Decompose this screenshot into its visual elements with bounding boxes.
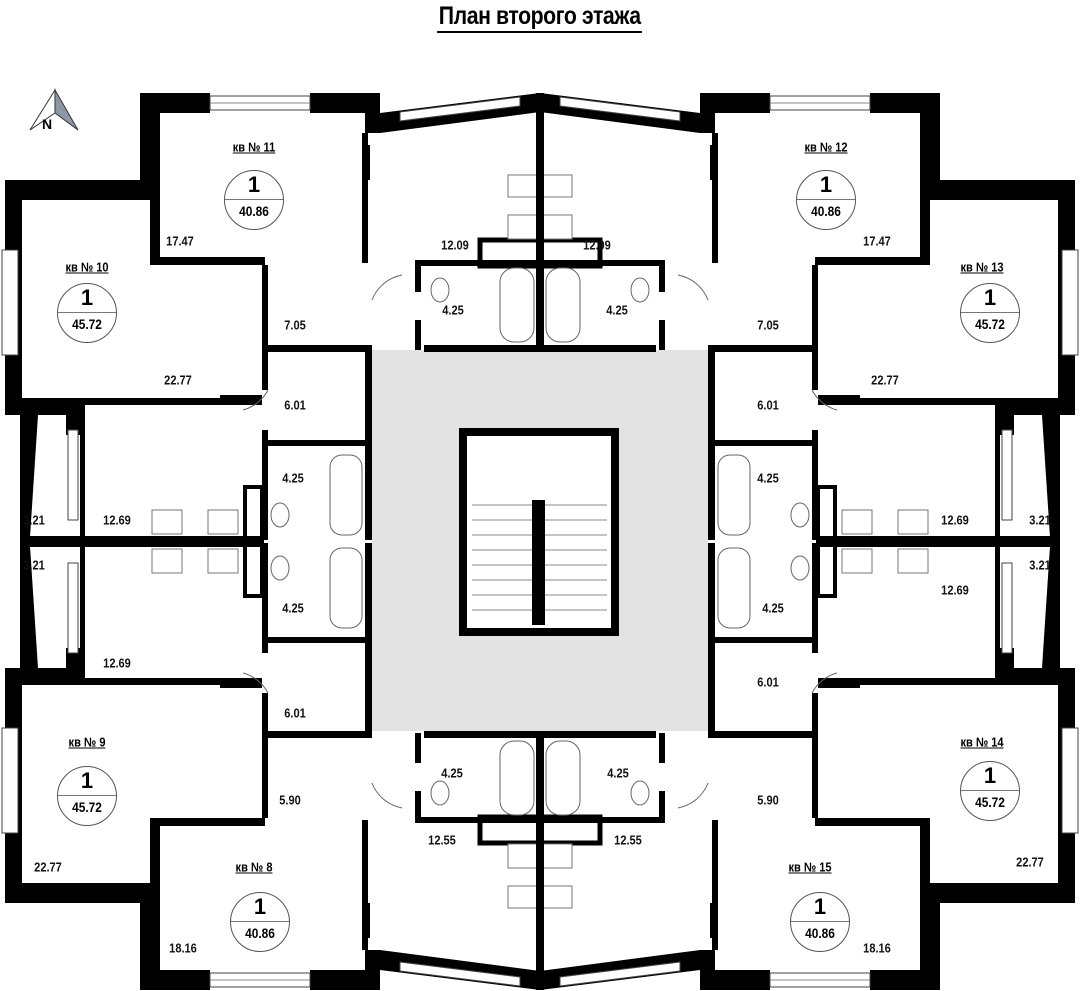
- room-area: 3.21: [1029, 557, 1051, 573]
- rooms-count: 1: [58, 767, 116, 796]
- room-area: 4.25: [282, 470, 304, 486]
- stair-steps: [472, 504, 607, 611]
- apartment-area: 45.72: [72, 316, 102, 332]
- rooms-count: 1: [797, 171, 855, 200]
- compass-label: N: [42, 116, 53, 132]
- room-area: 4.25: [607, 765, 629, 781]
- apartment-label-14: кв № 14: [960, 734, 1004, 750]
- apartment-label-15: кв № 15: [788, 859, 832, 875]
- room-area: 6.01: [757, 674, 779, 690]
- room-area: 6.01: [284, 397, 306, 413]
- apartment-label-12: кв № 12: [804, 139, 848, 155]
- room-area: 4.25: [757, 470, 779, 486]
- apartment-label-9: кв № 9: [68, 734, 106, 750]
- room-area: 6.01: [757, 397, 779, 413]
- room-area: 12.69: [103, 512, 131, 528]
- room-area: 18.16: [863, 940, 891, 956]
- room-area: 17.47: [863, 233, 891, 249]
- room-area: 5.90: [279, 792, 301, 808]
- apartment-area: 40.86: [245, 925, 275, 941]
- room-area: 18.16: [169, 940, 197, 956]
- room-area: 17.47: [166, 233, 194, 249]
- apartment-area: 40.86: [811, 203, 841, 219]
- room-area: 12.69: [941, 512, 969, 528]
- apartment-label-13: кв № 13: [960, 259, 1004, 275]
- room-area: 3.21: [23, 512, 45, 528]
- room-area: 4.25: [282, 600, 304, 616]
- apartment-label-8: кв № 8: [235, 859, 273, 875]
- apartment-label-11: кв № 11: [232, 139, 276, 155]
- room-area: 5.90: [757, 792, 779, 808]
- room-area: 22.77: [871, 372, 899, 388]
- room-area: 4.25: [442, 302, 464, 318]
- room-area: 12.55: [428, 832, 456, 848]
- rooms-count: 1: [58, 284, 116, 313]
- room-area: 22.77: [34, 859, 62, 875]
- room-area: 3.21: [1029, 512, 1051, 528]
- room-area: 12.55: [614, 832, 642, 848]
- page-title: План второго этажа: [0, 2, 1080, 33]
- room-area: 4.25: [606, 302, 628, 318]
- rooms-count: 1: [225, 171, 283, 200]
- rooms-count: 1: [231, 893, 289, 922]
- apartment-area: 45.72: [975, 794, 1005, 810]
- apartment-area: 45.72: [72, 799, 102, 815]
- apartment-area: 40.86: [239, 203, 269, 219]
- room-area: 7.05: [284, 317, 306, 333]
- north-arrow-icon: [29, 88, 79, 131]
- room-area: 12.09: [441, 237, 469, 253]
- apartment-area: 45.72: [975, 316, 1005, 332]
- room-area: 6.01: [284, 705, 306, 721]
- room-area: 3.21: [23, 557, 45, 573]
- rooms-count: 1: [961, 762, 1019, 791]
- room-area: 22.77: [164, 372, 192, 388]
- apartment-label-10: кв № 10: [65, 259, 109, 275]
- room-area: 12.09: [583, 237, 611, 253]
- room-area: 4.25: [762, 600, 784, 616]
- apartment-area: 40.86: [805, 925, 835, 941]
- room-area: 7.05: [757, 317, 779, 333]
- rooms-count: 1: [961, 284, 1019, 313]
- room-area: 22.77: [1016, 854, 1044, 870]
- room-area: 12.69: [941, 582, 969, 598]
- room-area: 4.25: [441, 765, 463, 781]
- rooms-count: 1: [791, 893, 849, 922]
- room-area: 12.69: [103, 655, 131, 671]
